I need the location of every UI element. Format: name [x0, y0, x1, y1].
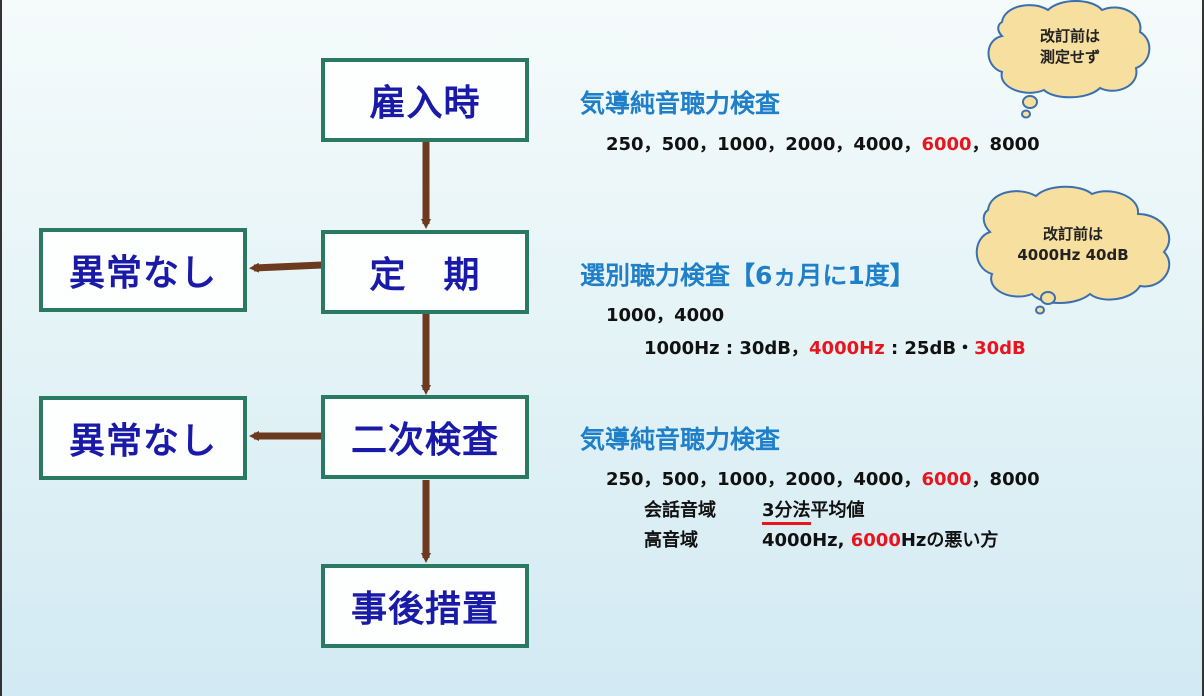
box-normal-1: 異常なし — [39, 228, 247, 312]
hire-test-title: 気導純音聴力検査 — [580, 89, 781, 118]
box-normal-1-label: 異常なし — [68, 253, 217, 294]
box-hire: 雇入時 — [321, 58, 529, 142]
box-periodic: 定 期 — [321, 230, 529, 314]
cloud-middle-callout — [975, 185, 1171, 315]
box-measures: 事後措置 — [321, 564, 529, 648]
three-part-method: 3分法 — [762, 500, 811, 525]
box-normal-2-label: 異常なし — [68, 421, 217, 462]
cloud-top-text: 改訂前は 測定せず — [1039, 27, 1100, 66]
box-periodic-label: 定 期 — [369, 255, 481, 296]
cloud-middle-text: 改訂前は 4000Hz 40dB — [1017, 225, 1129, 264]
periodic-criteria: 1000Hz : 30dB，4000Hz : 25dB・30dB — [644, 338, 1026, 359]
secondary-test-title: 気導純音聴力検査 — [580, 425, 781, 454]
periodic-frequencies: 1000，4000 — [606, 305, 725, 326]
secondary-frequencies: 250，500，1000，2000，4000，6000，8000 — [606, 469, 1040, 490]
box-secondary-label: 二次検査 — [350, 420, 499, 461]
hire-frequencies: 250，500，1000，2000，4000，6000，8000 — [606, 134, 1040, 155]
box-measures-label: 事後措置 — [350, 589, 499, 630]
arrow-periodic-to-normal — [249, 261, 323, 273]
box-hire-label: 雇入時 — [369, 83, 481, 124]
box-normal-2: 異常なし — [39, 396, 247, 480]
box-secondary: 二次検査 — [321, 395, 529, 479]
speech-range-label: 会話音域 — [644, 500, 716, 521]
cloud-top-callout — [987, 0, 1151, 119]
high-range-label: 高音域 — [644, 530, 698, 551]
periodic-test-title: 選別聴力検査【6ヵ月に1度】 — [580, 261, 915, 290]
